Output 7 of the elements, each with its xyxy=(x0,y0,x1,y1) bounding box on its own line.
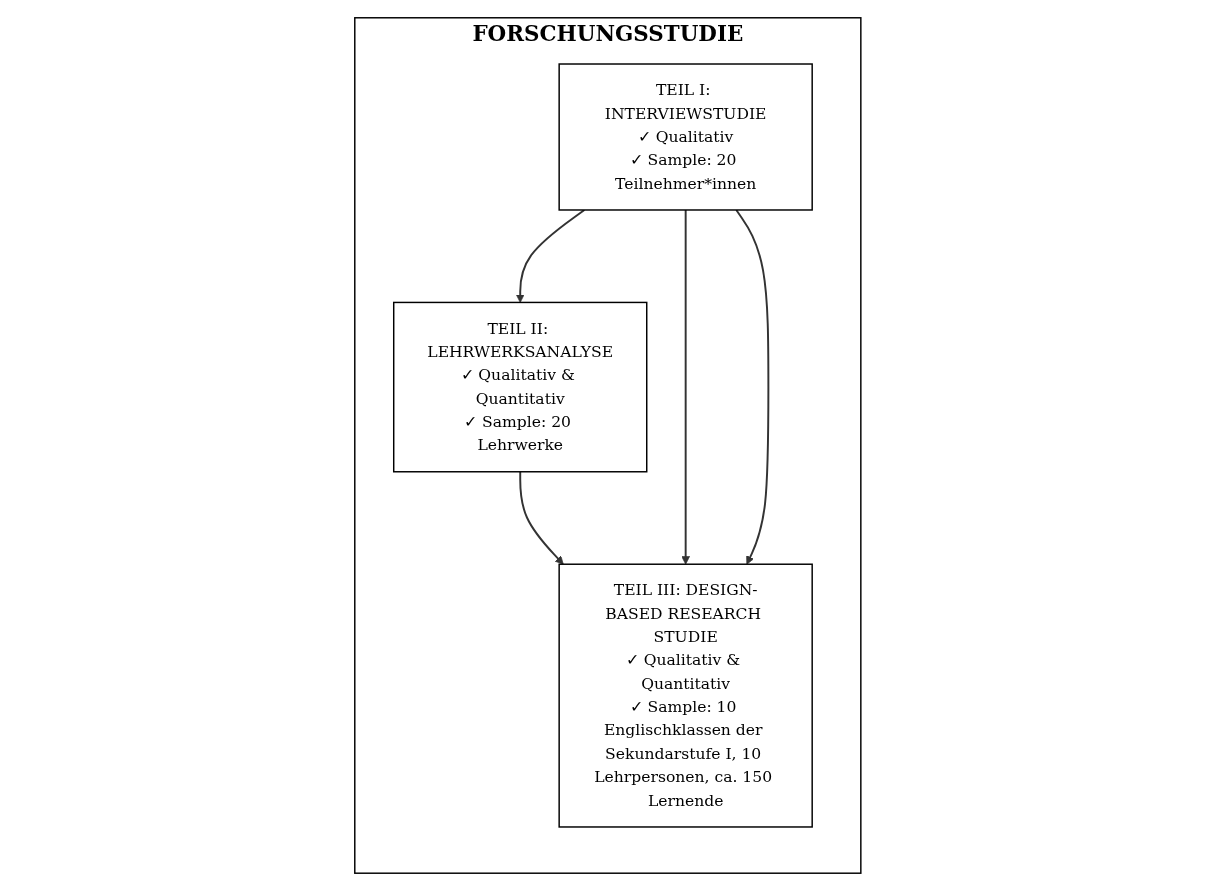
arrow xyxy=(735,209,770,565)
arrow xyxy=(681,209,690,565)
node-box: TEIL I: INTERVIEWSTUDIE ✓ Qualitativ ✓ Sample: 20 Teilnehmer*innen xyxy=(558,63,813,211)
arrow xyxy=(518,470,564,565)
node-box: TEIL II: LEHRWERKSANALYSE ✓ Qualitativ & Quantitativ ✓ Sample: 20 Lehrwerke xyxy=(392,301,648,473)
arrow xyxy=(515,209,586,303)
node-box: TEIL III: DESIGN-BASED RESEARCH STUDIE ✓ Qualitativ & Quantitativ ✓ Sample: 10 Englischklassen der Sekundarstufe I, 10 Lehrpersonen, ca. 150 Lernende xyxy=(558,563,813,828)
